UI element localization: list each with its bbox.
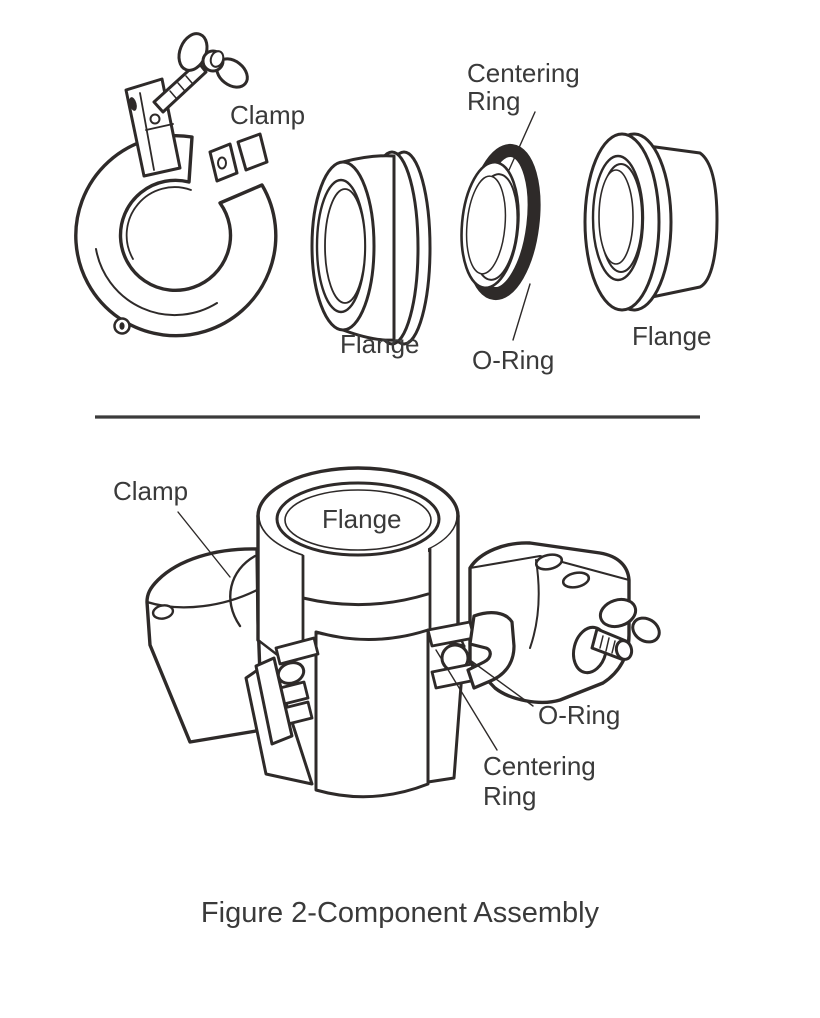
label-flange-bottom: Flange bbox=[322, 504, 402, 534]
label-flange-right: Flange bbox=[632, 321, 712, 351]
clamp-jaw-right bbox=[466, 611, 516, 690]
wing-nut bbox=[177, 32, 249, 89]
exploded-view bbox=[74, 32, 719, 346]
label-clamp-top: Clamp bbox=[230, 100, 305, 130]
label-clamp-bottom: Clamp bbox=[113, 476, 188, 506]
label-o-ring-top: O-Ring bbox=[472, 345, 554, 375]
centering-ring-oring-drawing bbox=[460, 143, 541, 301]
flange-right-drawing bbox=[583, 132, 719, 312]
label-o-ring-bottom: O-Ring bbox=[538, 700, 620, 730]
assembled-view bbox=[145, 466, 661, 799]
clamp-jaw-left bbox=[254, 656, 294, 746]
label-centering-ring-bottom-2: Ring bbox=[483, 781, 536, 811]
leader-o-ring-bottom bbox=[469, 659, 534, 707]
leader-centering-ring bbox=[508, 111, 536, 171]
assembled-wing-nut bbox=[572, 597, 661, 675]
figure-caption: Figure 2-Component Assembly bbox=[201, 897, 600, 929]
leader-clamp-bottom bbox=[177, 511, 231, 578]
assembled-clamp-left bbox=[145, 547, 264, 744]
clamp-drawing bbox=[74, 32, 278, 338]
label-centering-ring-1: Centering bbox=[467, 58, 580, 88]
label-centering-ring-2: Ring bbox=[467, 86, 520, 116]
leader-o-ring bbox=[512, 283, 531, 341]
joint-right bbox=[426, 611, 516, 690]
assembled-flange-tube bbox=[244, 466, 466, 799]
joint-left bbox=[254, 636, 320, 746]
label-centering-ring-bottom-1: Centering bbox=[483, 751, 596, 781]
bolt-hole bbox=[129, 97, 137, 111]
leader-centering-ring-bottom bbox=[435, 649, 498, 751]
flange-left-drawing bbox=[310, 150, 432, 346]
wing-bolt-shaft bbox=[152, 60, 208, 114]
label-flange-left: Flange bbox=[340, 329, 420, 359]
